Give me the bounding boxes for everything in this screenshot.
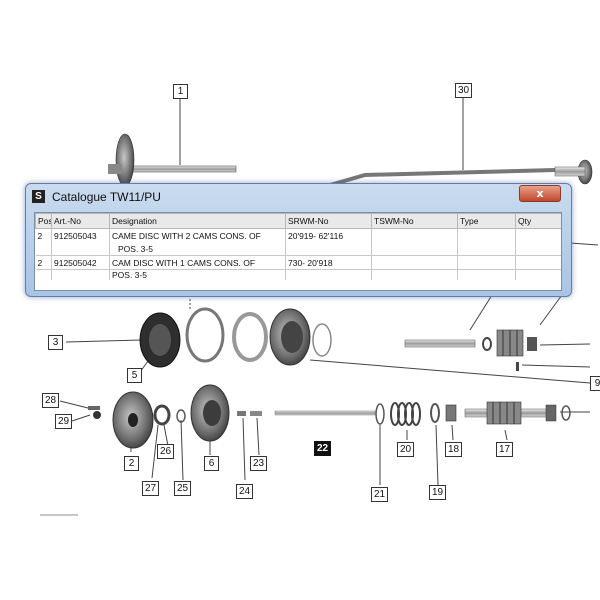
cell-qty xyxy=(515,255,561,270)
rod-part-30 xyxy=(329,159,593,187)
cell-tswm-no xyxy=(371,228,458,242)
ring-part-19 xyxy=(430,403,440,423)
callout-26: 26 xyxy=(157,444,175,459)
catalogue-dialog: S Catalogue TW11/PU x Pos Art.-No Design… xyxy=(25,183,572,297)
catalogue-table: Pos Art.-No Designation SRWM-No TSWM-No … xyxy=(34,212,562,291)
table-row[interactable]: 2 912505042 CAM DISC WITH 1 CAMS CONS. O… xyxy=(35,255,561,270)
callout-27: 27 xyxy=(142,481,160,496)
cell-pos: 2 xyxy=(35,255,52,270)
cell-designation: CAME DISC WITH 2 CAMS CONS. OF xyxy=(109,228,286,242)
callout-2: 2 xyxy=(124,456,139,471)
cover-disc-part-3 xyxy=(139,312,181,368)
callout-23: 23 xyxy=(250,456,268,471)
callout-30: 30 xyxy=(455,83,473,98)
cam-disc-part-2 xyxy=(112,391,154,449)
table-row-continuation[interactable]: POS. 3-5 xyxy=(35,242,561,256)
shaft-part-1 xyxy=(108,133,237,187)
callout-29: 29 xyxy=(55,414,73,429)
ring-part-25 xyxy=(176,409,186,423)
cell-srwm-no: 20'919- 62'116 xyxy=(285,228,372,242)
shaft-part-22 xyxy=(274,410,376,416)
dialog-title: Catalogue TW11/PU xyxy=(52,190,161,204)
dialog-titlebar[interactable]: S Catalogue TW11/PU x xyxy=(26,184,571,210)
col-tswm-no[interactable]: TSWM-No xyxy=(371,213,458,229)
callout-21: 21 xyxy=(371,487,389,502)
cell-art-no: 912505043 xyxy=(51,228,110,242)
col-designation[interactable]: Designation xyxy=(109,213,286,229)
small-washer xyxy=(312,323,332,357)
cell-pos: 2 xyxy=(35,228,52,242)
pin-part-24 xyxy=(237,411,246,416)
cell-qty xyxy=(515,228,561,242)
callout-24: 24 xyxy=(236,484,254,499)
gear-hub-upper xyxy=(269,308,311,366)
callout-28: 28 xyxy=(42,393,60,408)
leader-lines xyxy=(59,97,599,486)
screw-part-28 xyxy=(88,406,101,419)
cell-art-no: 912505042 xyxy=(51,255,110,270)
callout-6: 6 xyxy=(204,456,219,471)
cell-type xyxy=(457,255,516,270)
table-header: Pos Art.-No Designation SRWM-No TSWM-No … xyxy=(35,213,561,229)
cell-designation-cont: POS. 3-5 xyxy=(109,269,286,280)
cell-srwm-no: 730- 20'918 xyxy=(285,255,372,270)
table-row[interactable]: 2 912505043 CAME DISC WITH 2 CAMS CONS. … xyxy=(35,228,561,242)
seal-ring xyxy=(232,312,268,362)
col-srwm-no[interactable]: SRWM-No xyxy=(285,213,372,229)
gasket-ring xyxy=(185,307,225,363)
callout-1: 1 xyxy=(173,84,188,99)
cell-tswm-no xyxy=(371,255,458,270)
spring-part-20 xyxy=(390,402,421,426)
ring-part-26 xyxy=(153,404,171,426)
callout-18: 18 xyxy=(445,442,463,457)
col-pos[interactable]: Pos xyxy=(35,213,52,229)
col-qty[interactable]: Qty xyxy=(515,213,561,229)
app-logo-icon: S xyxy=(32,190,45,203)
bearing-part-18 xyxy=(445,404,457,422)
pin-part-23 xyxy=(250,411,262,416)
col-art-no[interactable]: Art.-No xyxy=(51,213,110,229)
callout-9: 9 xyxy=(590,376,600,391)
cell-type xyxy=(457,228,516,242)
drive-shaft-right xyxy=(404,329,537,371)
callout-22: 22 xyxy=(314,441,332,456)
cell-designation: CAM DISC WITH 1 CAMS CONS. OF xyxy=(109,255,286,270)
cell-designation-cont: POS. 3-5 xyxy=(109,242,286,256)
table-row-continuation[interactable]: POS. 3-5 xyxy=(35,269,561,280)
ring-part-21 xyxy=(375,403,385,425)
col-type[interactable]: Type xyxy=(457,213,516,229)
gear-hub-part-6 xyxy=(190,384,230,442)
callout-3: 3 xyxy=(48,335,63,350)
callout-17: 17 xyxy=(496,442,514,457)
worm-shaft-part-17 xyxy=(464,401,571,425)
callout-20: 20 xyxy=(397,442,415,457)
callout-19: 19 xyxy=(429,485,447,500)
callout-5: 5 xyxy=(127,368,142,383)
callout-25: 25 xyxy=(174,481,192,496)
close-button[interactable]: x xyxy=(519,185,561,202)
